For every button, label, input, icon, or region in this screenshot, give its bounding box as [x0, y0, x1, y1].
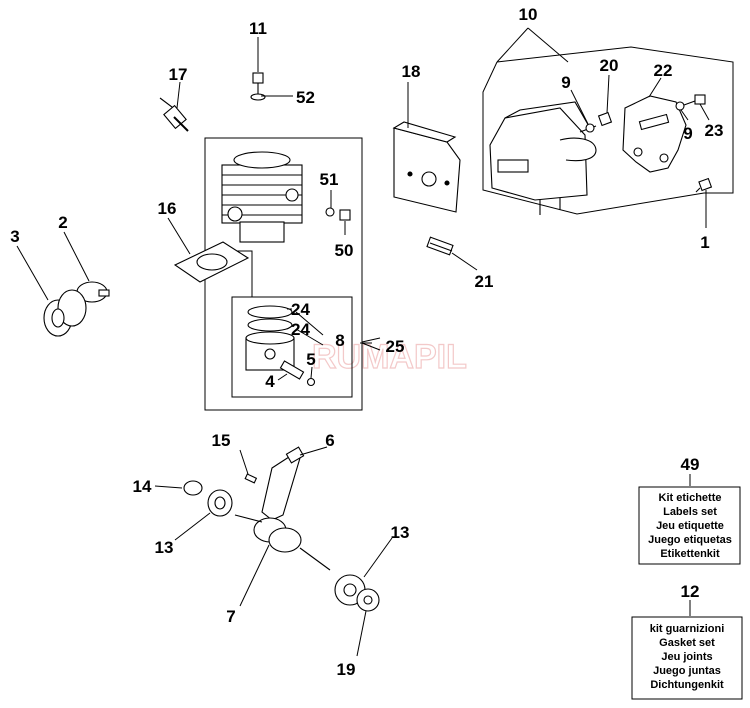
part-label-50: 50 — [335, 241, 354, 260]
circlip-5-part — [306, 377, 316, 387]
part-label-49: 49 — [681, 455, 700, 474]
washer-9b-part — [675, 101, 685, 111]
part-label-12: 12 — [681, 582, 700, 601]
part-label-3: 3 — [10, 227, 19, 246]
seal-14-part — [183, 480, 203, 496]
part-label-10: 10 — [519, 5, 538, 24]
part-label-21: 21 — [475, 272, 494, 291]
gasket-kit-line: Jeu joints — [661, 651, 712, 663]
gasket-kit-box: kit guarnizioni Gasket set Jeu joints Ju… — [631, 616, 743, 700]
leader-lines — [16, 27, 710, 657]
heat-shield-18-part — [392, 121, 461, 213]
washer-52-part — [250, 93, 266, 101]
part-label-8: 8 — [335, 331, 344, 350]
part-label-15: 15 — [212, 431, 231, 450]
gasket-16-part — [173, 241, 250, 283]
bracket-22-part — [622, 95, 687, 173]
bearing-13a-part — [207, 489, 233, 517]
part-label-52: 52 — [296, 88, 315, 107]
part-label-1: 1 — [700, 233, 709, 252]
labels-kit-box: Kit etichette Labels set Jeu etiquette J… — [638, 486, 741, 565]
gasket-kit-line: Gasket set — [659, 637, 715, 649]
washer-9a-part — [585, 123, 595, 133]
part-label-24a: 24 — [291, 300, 310, 319]
part-label-16: 16 — [158, 199, 177, 218]
part-label-4: 4 — [265, 372, 275, 391]
part-label-14: 14 — [133, 477, 152, 496]
part-label-5: 5 — [306, 350, 315, 369]
piston-part — [245, 331, 295, 371]
watermark: RUMAPIL — [312, 338, 467, 376]
part-label-2: 2 — [58, 213, 67, 232]
gasket-kit-line: Dichtungenkit — [650, 679, 724, 691]
part-label-51: 51 — [320, 170, 339, 189]
seal-19-part — [356, 588, 380, 612]
screw-23-part — [683, 94, 706, 106]
key-15-part — [244, 473, 258, 484]
plug-50-part — [339, 209, 351, 221]
cylinder-part — [221, 151, 303, 243]
screw-1-part — [695, 177, 713, 193]
needle-bearing-6-part — [285, 446, 305, 464]
part-number-labels: 11 52 17 18 10 9 20 22 9 23 1 21 51 50 1… — [10, 5, 723, 679]
cylinder-kit-frame — [204, 137, 363, 411]
intake-manifold-3-part — [43, 289, 87, 337]
labels-kit-line: Jeu etiquette — [656, 520, 724, 532]
spark-plug-part — [159, 97, 189, 132]
screw-11-part — [252, 72, 264, 96]
part-label-13a: 13 — [155, 538, 174, 557]
gasket-kit-line: kit guarnizioni — [650, 623, 725, 635]
part-label-18: 18 — [402, 62, 421, 81]
part-label-11: 11 — [249, 19, 267, 38]
part-label-9b: 9 — [683, 124, 692, 143]
part-label-25: 25 — [386, 337, 405, 356]
part-label-13b: 13 — [391, 523, 410, 542]
part-label-19: 19 — [337, 660, 356, 679]
washer-51-part — [325, 207, 335, 217]
muffler-group-outline — [482, 46, 734, 215]
part-label-6: 6 — [325, 431, 334, 450]
labels-kit-line: Kit etichette — [659, 492, 722, 504]
part-label-23: 23 — [705, 121, 724, 140]
part-label-17: 17 — [169, 65, 188, 84]
labels-kit-line: Juego etiquetas — [648, 534, 732, 546]
labels-kit-line: Etikettenkit — [660, 548, 720, 560]
piston-kit-frame — [231, 296, 353, 398]
piston-ring-top-part — [247, 305, 293, 319]
stud-21-part — [426, 236, 454, 256]
muffler-10-part — [489, 101, 597, 215]
part-label-9a: 9 — [561, 73, 570, 92]
part-label-20: 20 — [600, 56, 619, 75]
crankshaft-7-part — [234, 454, 331, 571]
screw-20-part — [579, 111, 613, 133]
piston-ring-bottom-part — [247, 318, 293, 332]
part-label-22: 22 — [654, 61, 673, 80]
gasket-kit-line: Juego juntas — [653, 665, 721, 677]
clamp-2-part — [76, 281, 110, 303]
part-label-24b: 24 — [291, 320, 310, 339]
piston-pin-4-part — [279, 360, 305, 380]
labels-kit-line: Labels set — [663, 506, 717, 518]
part-label-7: 7 — [226, 607, 235, 626]
